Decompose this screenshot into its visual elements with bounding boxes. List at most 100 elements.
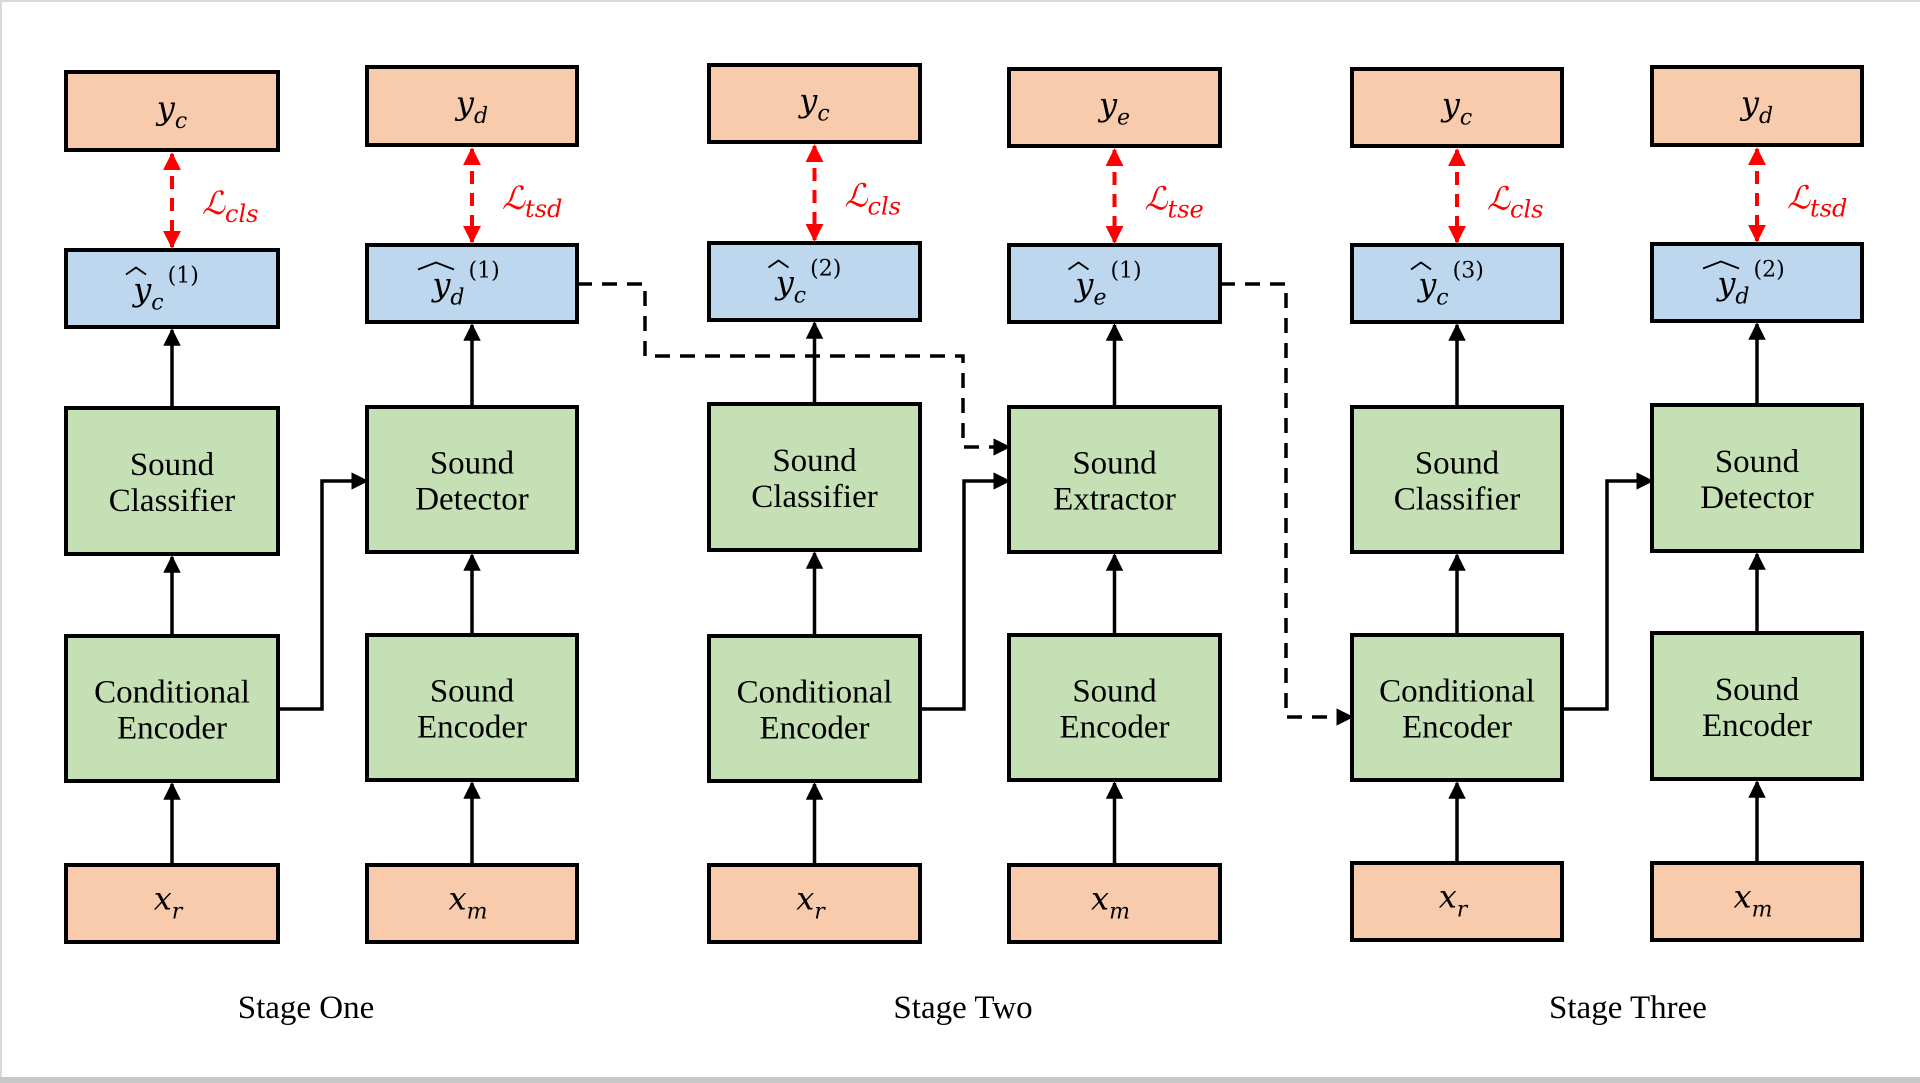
conditional-connector — [279, 472, 369, 711]
math-base: x — [1439, 878, 1457, 916]
module-line-1: Sound — [430, 446, 515, 482]
lower-module-box — [64, 634, 280, 783]
stage-label: Stage Two — [893, 990, 1032, 1026]
module-line-2: Encoder — [417, 710, 527, 746]
loss-symbol: ℒ — [502, 179, 526, 217]
target-label: yc — [797, 82, 829, 127]
loss-subscript: cls — [1510, 196, 1543, 224]
math-subscript: c — [175, 109, 187, 134]
math-base: y — [1416, 266, 1437, 304]
module-line-1: Sound — [430, 674, 515, 710]
hat-accent — [125, 266, 147, 276]
math-superscript: (2) — [1754, 258, 1785, 283]
math-base: x — [1091, 880, 1109, 918]
input-box — [1650, 861, 1864, 942]
prediction-label: ye(1) — [1073, 259, 1141, 311]
target-box — [1650, 65, 1864, 147]
module-line-2: Classifier — [1394, 482, 1520, 518]
math-base: y — [155, 89, 176, 127]
input-label: xm — [1091, 880, 1130, 925]
loss-label: ℒtsd — [1787, 179, 1847, 223]
math-base: y — [1097, 86, 1118, 124]
module-line-1: Sound — [1715, 672, 1800, 708]
math-superscript: (1) — [1110, 259, 1141, 284]
upper-module-box — [1007, 405, 1222, 554]
math-base: x — [1734, 878, 1752, 916]
math-subscript: e — [1093, 286, 1106, 311]
module-line-2: Detector — [1700, 480, 1814, 516]
math-base: x — [449, 880, 467, 918]
math-subscript: d — [1759, 104, 1773, 129]
input-label: xm — [1734, 878, 1773, 923]
target-box — [365, 65, 579, 147]
math-base: y — [774, 264, 795, 302]
connector-layer — [163, 144, 1766, 865]
module-line-1: Sound — [130, 447, 215, 483]
module-line-2: Classifier — [751, 479, 877, 515]
hat-accent — [1067, 261, 1090, 271]
math-subscript: c — [794, 284, 806, 309]
input-box — [1350, 861, 1564, 942]
target-label: yc — [155, 89, 187, 134]
math-superscript: (1) — [168, 264, 199, 289]
input-label: xm — [449, 880, 488, 925]
hat-accent — [417, 261, 455, 271]
dashed-link-stage1-to-stage2 — [577, 282, 1011, 456]
lower-module-box — [365, 633, 579, 782]
math-subscript: d — [450, 286, 464, 311]
math-subscript: r — [172, 900, 184, 925]
loss-symbol: ℒ — [1487, 180, 1511, 218]
math-base: y — [1739, 84, 1760, 122]
module-line-1: Conditional — [737, 675, 893, 711]
module-line-1: Conditional — [1379, 674, 1535, 710]
math-superscript: (3) — [1453, 259, 1484, 284]
loss-subscript: cls — [225, 200, 258, 228]
upper-module-box — [707, 402, 922, 552]
math-subscript: m — [1109, 900, 1130, 925]
target-box — [1007, 67, 1222, 148]
math-subscript: r — [814, 900, 826, 925]
prediction-box — [365, 243, 579, 324]
conditional-connector — [1562, 472, 1654, 711]
math-subscript: c — [1436, 286, 1448, 311]
module-line-2: Classifier — [109, 483, 235, 519]
stage-label: Stage Three — [1549, 990, 1707, 1026]
hat-accent — [767, 259, 790, 269]
prediction-box — [1350, 243, 1564, 324]
module-line-1: Sound — [1715, 444, 1800, 480]
module-line-2: Extractor — [1053, 482, 1176, 518]
prediction-label: yc(2) — [774, 257, 842, 309]
math-base: y — [1715, 265, 1736, 303]
lower-module-box — [1007, 633, 1222, 782]
hat-accent — [1410, 261, 1432, 271]
math-base: y — [1440, 86, 1461, 124]
module-line-2: Detector — [415, 482, 529, 518]
input-box — [365, 863, 579, 944]
input-label: xr — [1439, 878, 1469, 923]
upper-module-box — [365, 405, 579, 554]
upper-module-box — [1350, 405, 1564, 554]
upper-module-box — [1650, 403, 1864, 553]
target-box — [64, 70, 280, 152]
conditional-connector — [920, 472, 1011, 711]
loss-symbol: ℒ — [1787, 179, 1811, 217]
prediction-box — [64, 248, 280, 329]
loss-subscript: cls — [868, 193, 901, 221]
math-subscript: e — [1117, 106, 1130, 131]
target-label: yd — [1739, 84, 1773, 129]
module-line-2: Encoder — [1060, 710, 1170, 746]
math-base: x — [796, 880, 814, 918]
target-box — [707, 63, 922, 144]
math-base: y — [797, 82, 818, 120]
